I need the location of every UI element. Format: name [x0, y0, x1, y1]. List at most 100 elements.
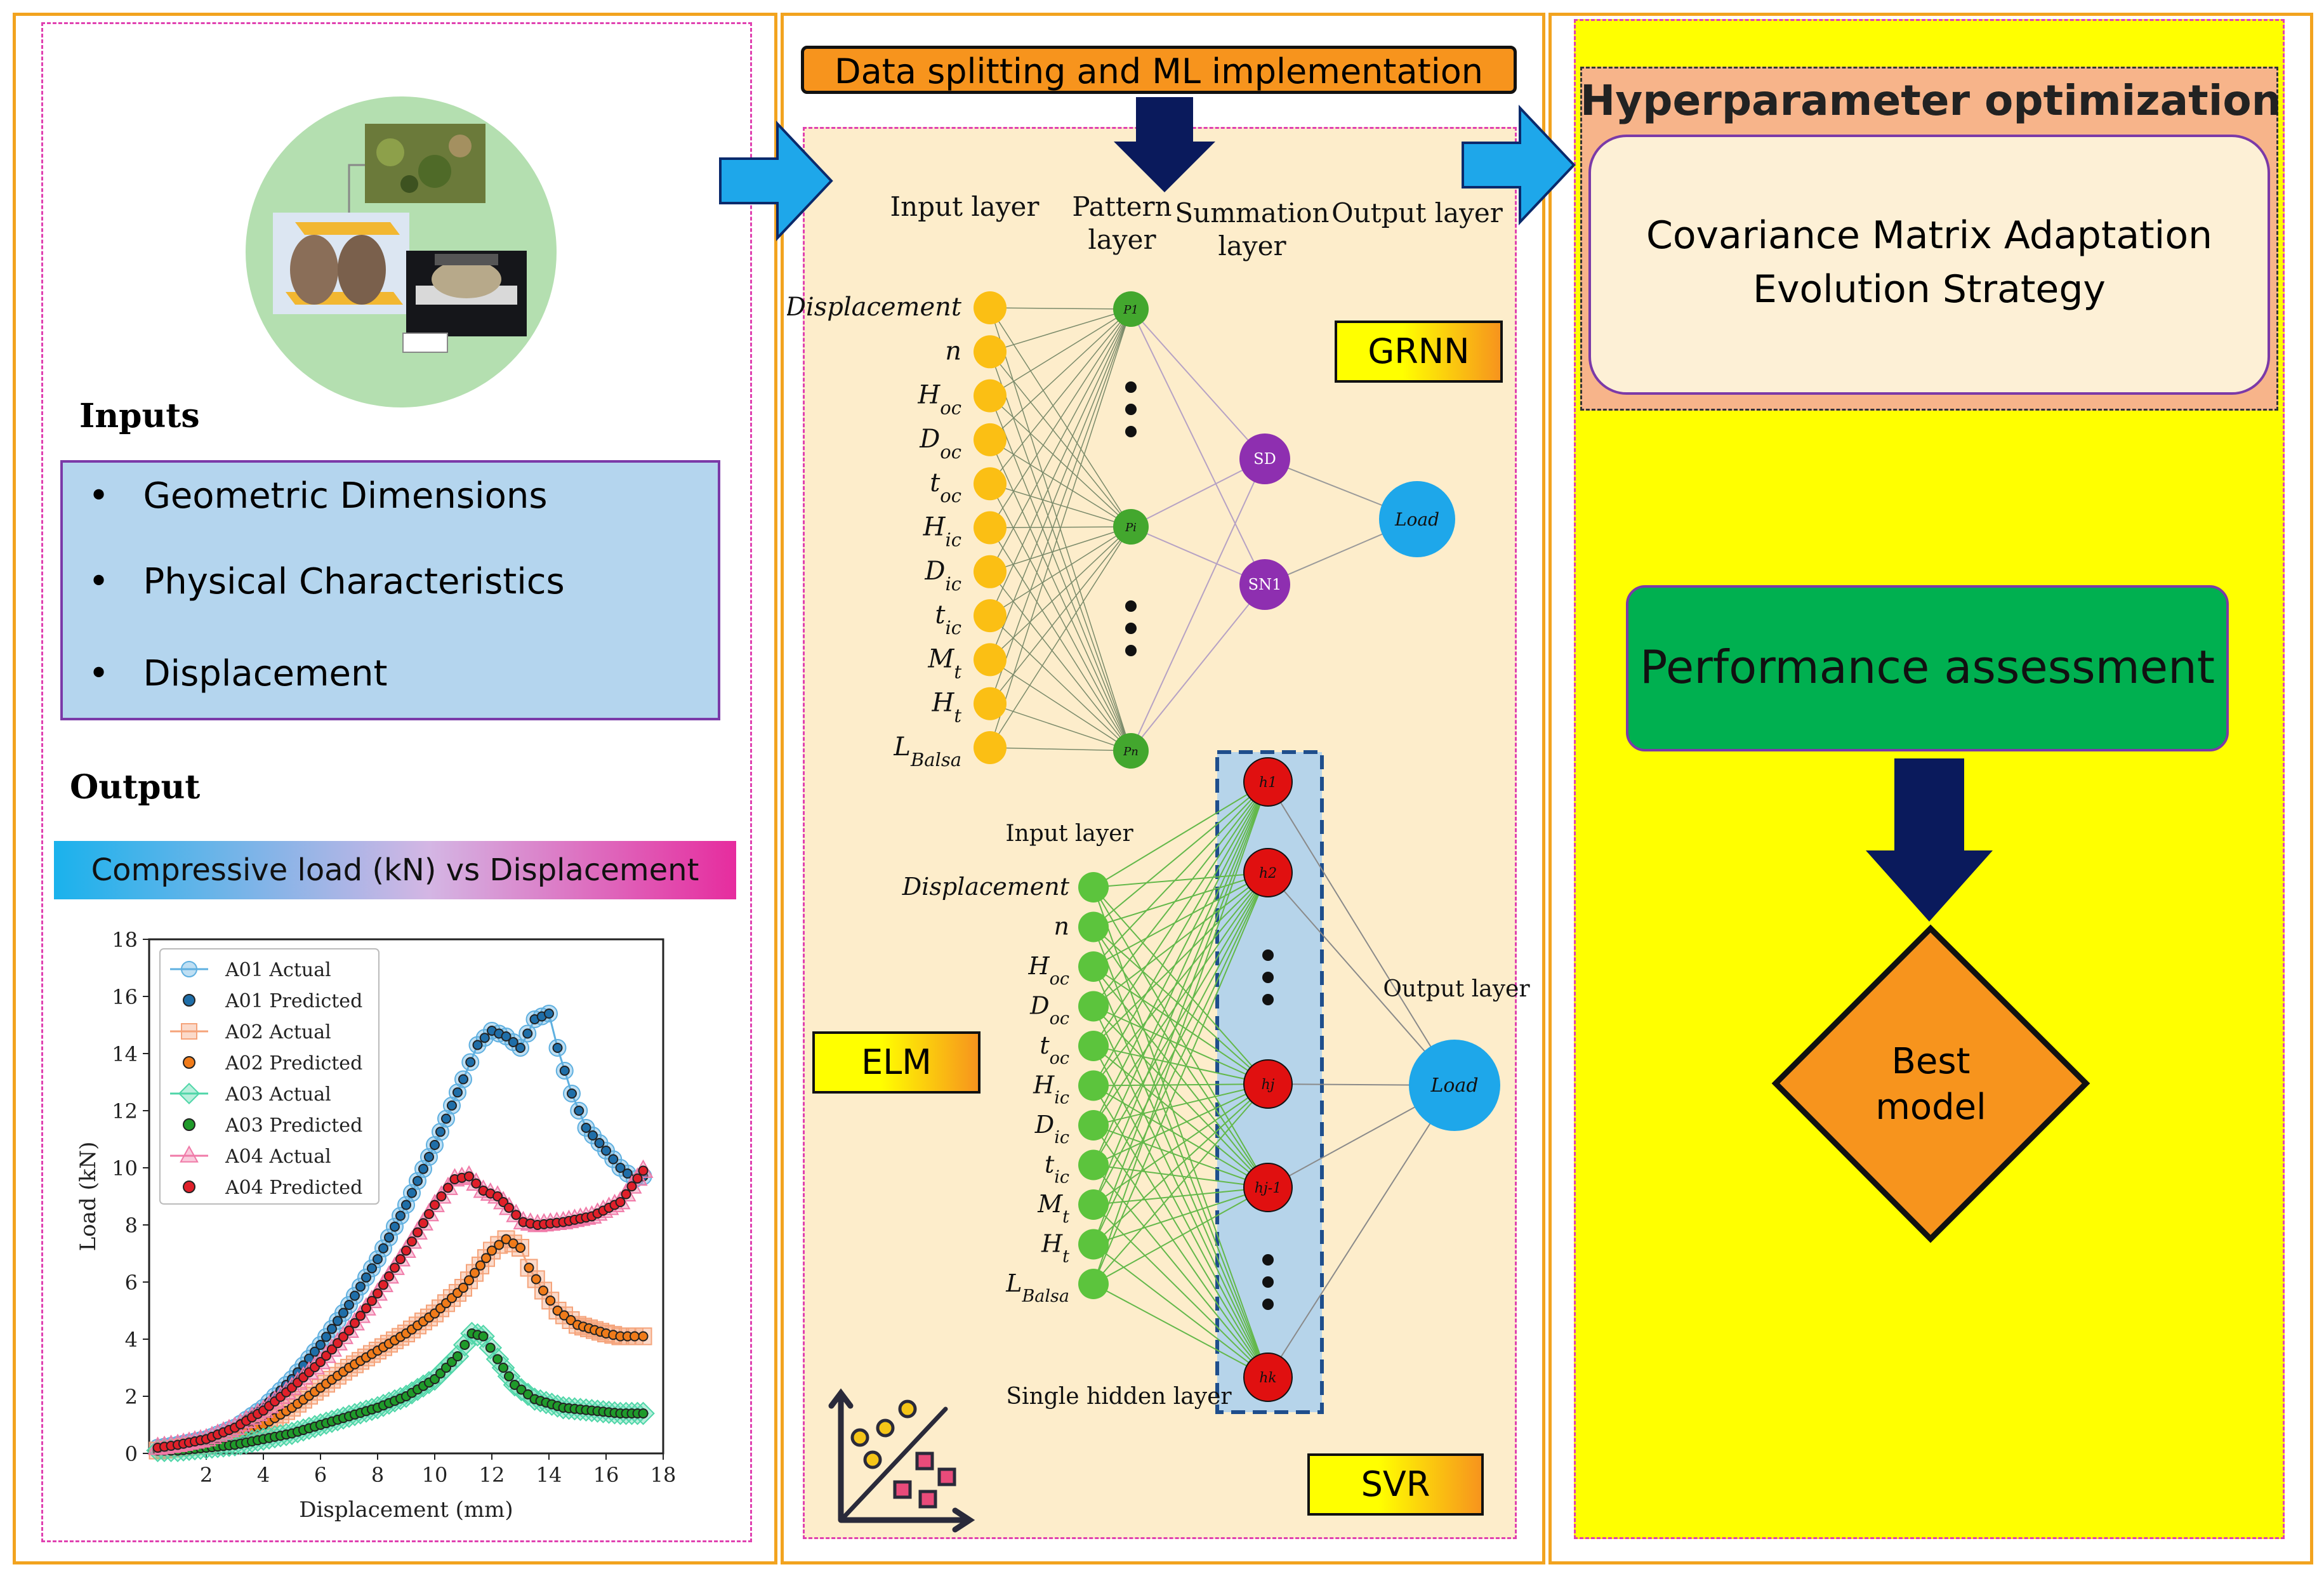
data-point	[315, 1357, 326, 1367]
elm-input-label: tic	[1045, 1151, 1069, 1187]
data-point	[544, 1009, 554, 1019]
legend-box	[159, 948, 380, 1205]
grnn-input-node	[974, 335, 1007, 369]
y-tick-label: 8	[125, 1214, 138, 1238]
elm-link	[1093, 1083, 1269, 1205]
data-point	[464, 1275, 474, 1286]
grnn-link	[989, 439, 1132, 751]
elm-input-layer-label: Input layer	[1005, 821, 1133, 847]
grnn-output-node	[1379, 481, 1455, 557]
grnn-output-node-label: Load	[1394, 509, 1439, 530]
data-point	[494, 1240, 505, 1250]
elm-link	[1093, 872, 1269, 967]
grnn-input-node	[974, 291, 1007, 324]
data-point	[327, 1344, 337, 1355]
ellipsis-dot	[1125, 645, 1137, 656]
data-point	[350, 1290, 360, 1301]
grnn-link	[989, 308, 1132, 572]
ellipsis-dot	[1125, 600, 1137, 612]
middle-panel	[781, 13, 1545, 1564]
data-point	[384, 1232, 394, 1243]
grnn-input-node	[974, 731, 1007, 764]
elm-link	[1093, 1083, 1269, 1166]
grnn-input-label: Ht	[931, 689, 961, 727]
input-item-displacement: • Displacement	[88, 653, 388, 694]
data-point	[510, 1380, 520, 1390]
data-point	[471, 1178, 482, 1189]
elm-hidden-layer-label: Single hidden layer	[1006, 1384, 1232, 1410]
grnn-input-node	[974, 379, 1007, 413]
legend-marker	[183, 1180, 195, 1193]
elm-hidden-node	[1243, 757, 1293, 807]
grnn-link	[989, 308, 1132, 397]
data-point	[390, 1262, 400, 1273]
data-point	[395, 1254, 406, 1264]
data-point	[447, 1100, 457, 1111]
grnn-summation-node-label: SD	[1253, 450, 1276, 468]
data-point	[615, 1163, 626, 1173]
elm-input-label: Dic	[1034, 1111, 1069, 1147]
left-panel	[13, 13, 777, 1564]
data-point	[384, 1271, 394, 1281]
elm-link	[1093, 781, 1269, 1165]
grnn-link	[989, 352, 1132, 751]
elm-link	[1093, 966, 1269, 1085]
grnn-label: GRNN	[1335, 321, 1503, 383]
right-panel	[1548, 13, 2313, 1564]
ellipsis-dot	[1262, 994, 1274, 1005]
ellipsis-dot	[1125, 426, 1137, 437]
legend-label: A03 Predicted	[225, 1114, 362, 1137]
elm-input-node	[1078, 1229, 1109, 1260]
elm-link	[1093, 781, 1269, 1047]
elm-link	[1093, 872, 1269, 928]
elm-connections	[1093, 781, 1455, 1378]
plot-frame	[148, 938, 664, 1455]
y-tick-label: 18	[112, 928, 138, 952]
data-point	[367, 1263, 377, 1274]
legend-label: A02 Actual	[225, 1021, 331, 1043]
data-point	[378, 1280, 388, 1290]
svr-label: SVR	[1307, 1453, 1484, 1516]
data-point	[626, 1181, 637, 1192]
data-point	[504, 1203, 514, 1213]
x-tick-label: 12	[479, 1463, 505, 1487]
elm-output-layer-label: Output layer	[1383, 976, 1530, 1002]
x-tick-label: 4	[257, 1463, 270, 1487]
data-point	[608, 1154, 619, 1165]
elm-link	[1093, 887, 1269, 1085]
grnn-input-node	[974, 687, 1007, 720]
elm-link	[1093, 1005, 1269, 1188]
ellipsis-dot	[1262, 949, 1274, 961]
elm-input-node	[1078, 1269, 1109, 1299]
elm-input-node	[1078, 872, 1109, 903]
arrow-down-performance	[1863, 755, 1996, 927]
data-point	[424, 1208, 434, 1219]
data-point	[622, 1168, 633, 1179]
elm-input-label: Doc	[1029, 992, 1069, 1029]
best-model-line-1: Best	[1891, 1041, 1971, 1082]
elm-input-node	[1078, 1110, 1109, 1141]
data-point	[333, 1316, 343, 1326]
specimen-illustration	[244, 95, 558, 409]
data-point	[430, 1140, 440, 1150]
elm-link	[1093, 781, 1269, 1205]
elm-link	[1093, 1204, 1269, 1378]
data-point	[464, 1171, 474, 1182]
elm-input-node	[1078, 1149, 1109, 1180]
data-point	[443, 1182, 453, 1193]
elm-input-label: Hoc	[1027, 952, 1069, 989]
grnn-input-label: LBalsa	[893, 732, 961, 770]
data-point	[552, 1043, 563, 1053]
x-tick-label: 18	[650, 1463, 677, 1487]
ellipsis-dot	[1262, 972, 1274, 983]
data-point	[574, 1106, 584, 1116]
arrow-middle-to-right	[1460, 104, 1577, 226]
elm-output-node	[1409, 1040, 1500, 1131]
y-tick-label: 16	[112, 985, 138, 1009]
elm-input-node	[1078, 911, 1109, 942]
elm-link	[1093, 872, 1269, 1047]
legend-label: A02 Predicted	[225, 1052, 362, 1075]
grnn-link	[1130, 308, 1265, 585]
grnn-input-label: Hic	[923, 513, 961, 551]
legend-label: A03 Actual	[225, 1083, 331, 1106]
